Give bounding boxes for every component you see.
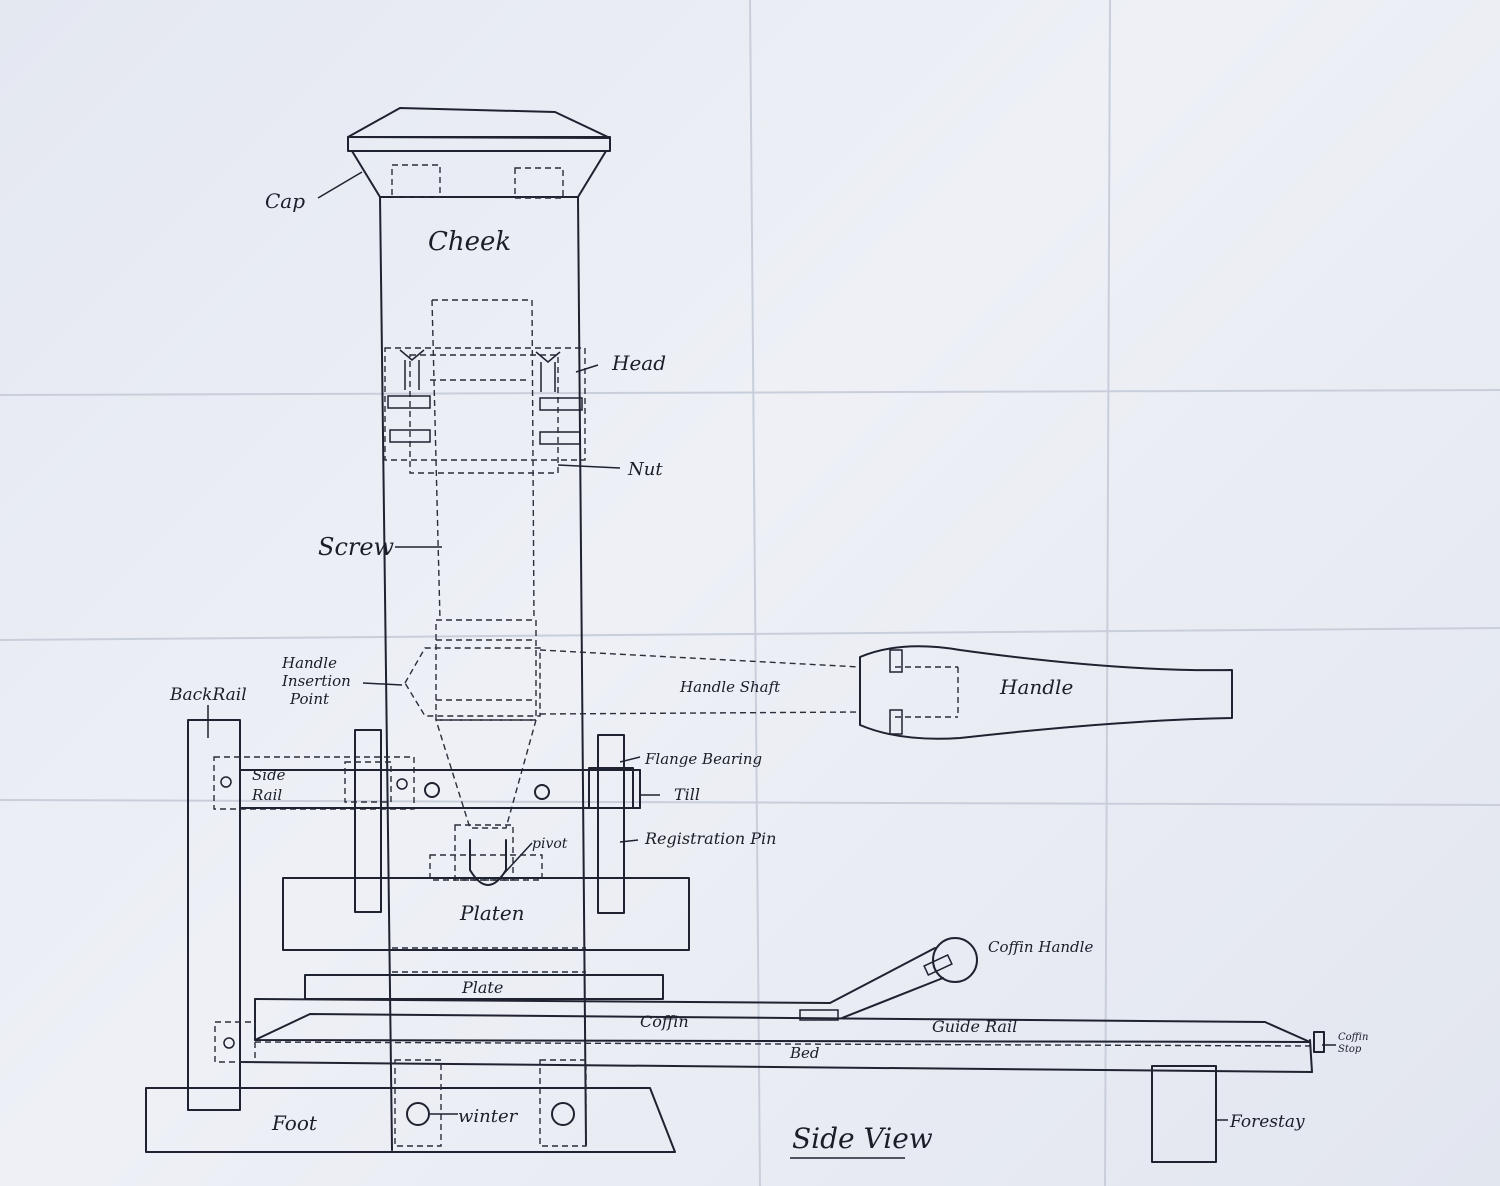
head-bolts <box>387 349 583 445</box>
label-registration-pin: Registration Pin <box>644 829 776 848</box>
leader-lines <box>207 171 1336 1121</box>
label-handle-insertion-1: Handle <box>281 654 337 672</box>
label-forestay: Forestay <box>1229 1112 1305 1132</box>
label-coffin-stop-2: Stop <box>1338 1044 1362 1055</box>
screw <box>431 299 537 829</box>
label-side-rail-1: Side <box>252 766 286 784</box>
label-coffin-stop-1: Coffin <box>1338 1032 1368 1043</box>
drawing-title: Side View <box>792 1122 933 1155</box>
cap <box>347 107 611 199</box>
label-pivot: pivot <box>532 836 568 852</box>
label-guide-rail: Guide Rail <box>932 1017 1017 1036</box>
label-coffin: Coffin <box>640 1012 689 1031</box>
label-cheek: Cheek <box>428 227 511 257</box>
bed-assembly <box>214 998 1313 1073</box>
label-handle-insertion-3: Point <box>289 690 330 708</box>
label-handle-insertion-2: Insertion <box>281 672 351 690</box>
label-winter: winter <box>458 1106 519 1127</box>
label-plate: Plate <box>461 978 503 997</box>
forestay <box>1151 1065 1217 1163</box>
pivot <box>429 824 543 886</box>
label-flange-bearing: Flange Bearing <box>644 750 762 768</box>
foot <box>145 1059 676 1153</box>
label-foot: Foot <box>271 1111 318 1135</box>
back-rail <box>187 719 241 1111</box>
title-block: Side View <box>790 1122 933 1159</box>
side-rail <box>213 756 641 810</box>
label-handle-shaft: Handle Shaft <box>679 678 781 696</box>
registration-pins <box>344 729 634 914</box>
label-head: Head <box>611 351 666 375</box>
labels: Cap Cheek Head Nut Screw Handle Insertio… <box>169 189 1368 1135</box>
label-screw: Screw <box>318 533 395 561</box>
label-back-rail: BackRail <box>169 685 247 705</box>
handle-assembly <box>404 645 1233 740</box>
head-and-nut <box>384 347 586 474</box>
platen <box>282 877 690 951</box>
label-cap: Cap <box>265 189 305 213</box>
label-handle: Handle <box>999 675 1073 699</box>
label-coffin-handle: Coffin Handle <box>988 938 1093 956</box>
label-bed: Bed <box>789 1044 820 1062</box>
coffin-stop <box>1313 1031 1325 1053</box>
cheek <box>379 196 587 1151</box>
plate <box>304 971 664 1000</box>
label-side-rail-2: Rail <box>251 786 282 804</box>
coffin-handle <box>799 937 978 1021</box>
label-till: Till <box>674 785 700 804</box>
label-platen: Platen <box>459 901 525 925</box>
label-nut: Nut <box>627 459 663 480</box>
